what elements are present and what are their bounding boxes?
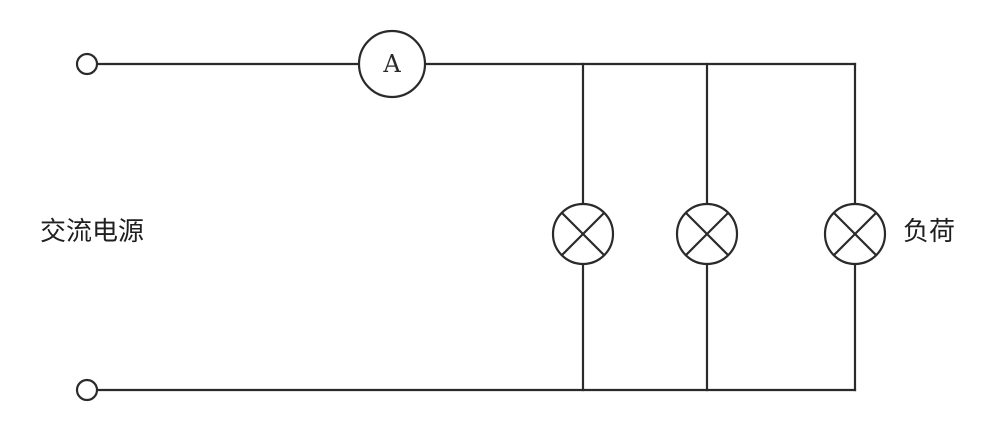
source-terminal-top <box>75 52 99 76</box>
lamp-2-cross-b <box>685 212 729 256</box>
ammeter-symbol: A <box>382 50 401 78</box>
source-terminal-bottom <box>75 378 99 402</box>
load-label: 负荷 <box>903 217 955 247</box>
lamp-2 <box>675 202 739 266</box>
ammeter-body <box>357 29 427 99</box>
lamp-3-cross-b <box>833 212 877 256</box>
lamp-1-cross-b <box>561 212 605 256</box>
lamp-1 <box>551 202 615 266</box>
lamp-3 <box>823 202 887 266</box>
ammeter: A <box>357 29 427 99</box>
source-label: 交流电源 <box>40 217 144 247</box>
